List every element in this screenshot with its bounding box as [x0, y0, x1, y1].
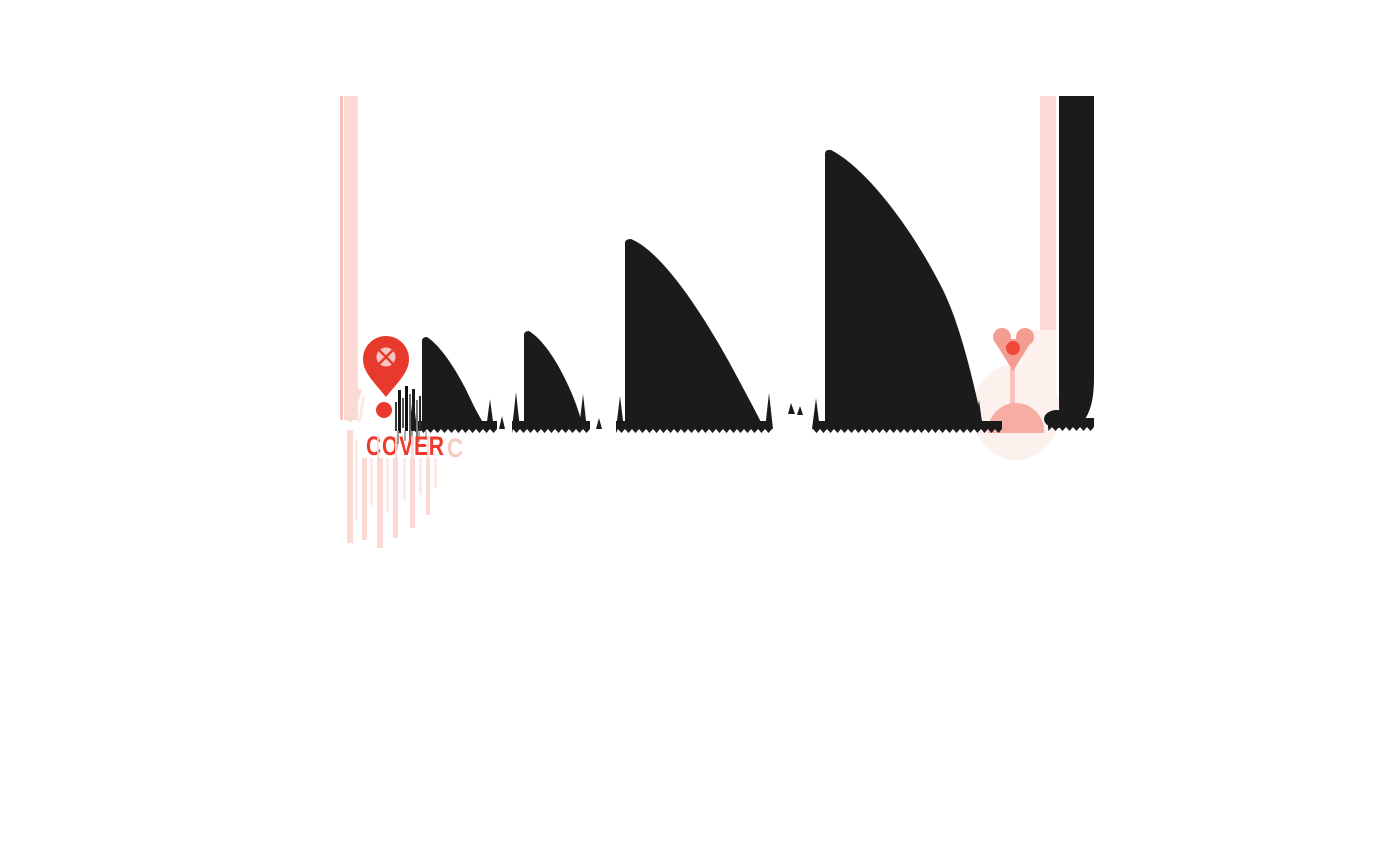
- glitch-slice: [395, 436, 397, 459]
- spike: [616, 396, 624, 429]
- spike: [579, 394, 587, 429]
- spike: [812, 398, 820, 429]
- pin-drop-dot: [376, 402, 392, 418]
- sail-building-3: [625, 239, 763, 426]
- spike: [512, 392, 520, 429]
- sail-building-1: [422, 337, 485, 426]
- glitch-stripe-left-edge: [340, 96, 343, 420]
- spike: [486, 399, 494, 429]
- base-fin-2: [512, 421, 590, 433]
- glitch-slice: [427, 436, 429, 459]
- base-fin-3: [616, 421, 772, 433]
- sail-building-2: [524, 331, 583, 426]
- mosque-ghost: [988, 328, 1044, 433]
- tower-base-blob: [1044, 410, 1070, 428]
- pin-hole-cross: [378, 349, 394, 365]
- wordmark: COVER: [366, 431, 445, 461]
- minaret-line: [1010, 368, 1015, 416]
- glitch-barcode: [395, 386, 427, 446]
- base-fin-1: [410, 421, 497, 433]
- ground-tick: [596, 418, 602, 429]
- glitch-slice: [377, 436, 379, 459]
- map-pin-icon: [363, 336, 409, 418]
- spike: [765, 393, 773, 429]
- drop-core-dot: [1006, 341, 1020, 355]
- ground-tick: [499, 416, 505, 429]
- ground-speck: [788, 403, 795, 414]
- pin-ghost-streaks: [346, 388, 366, 423]
- spike: [975, 400, 983, 429]
- sail-building-4: [825, 149, 983, 427]
- wordmark-ghost-letter: C: [447, 433, 463, 463]
- sail-buildings-skyline: [409, 96, 1094, 433]
- base-fin-4: [813, 421, 1002, 433]
- wordmark-drips: [347, 430, 437, 548]
- ground-speck: [797, 406, 803, 415]
- glitch-slice: [411, 436, 414, 459]
- glitch-stripe-left: [344, 96, 358, 420]
- tower-building: [1059, 96, 1094, 428]
